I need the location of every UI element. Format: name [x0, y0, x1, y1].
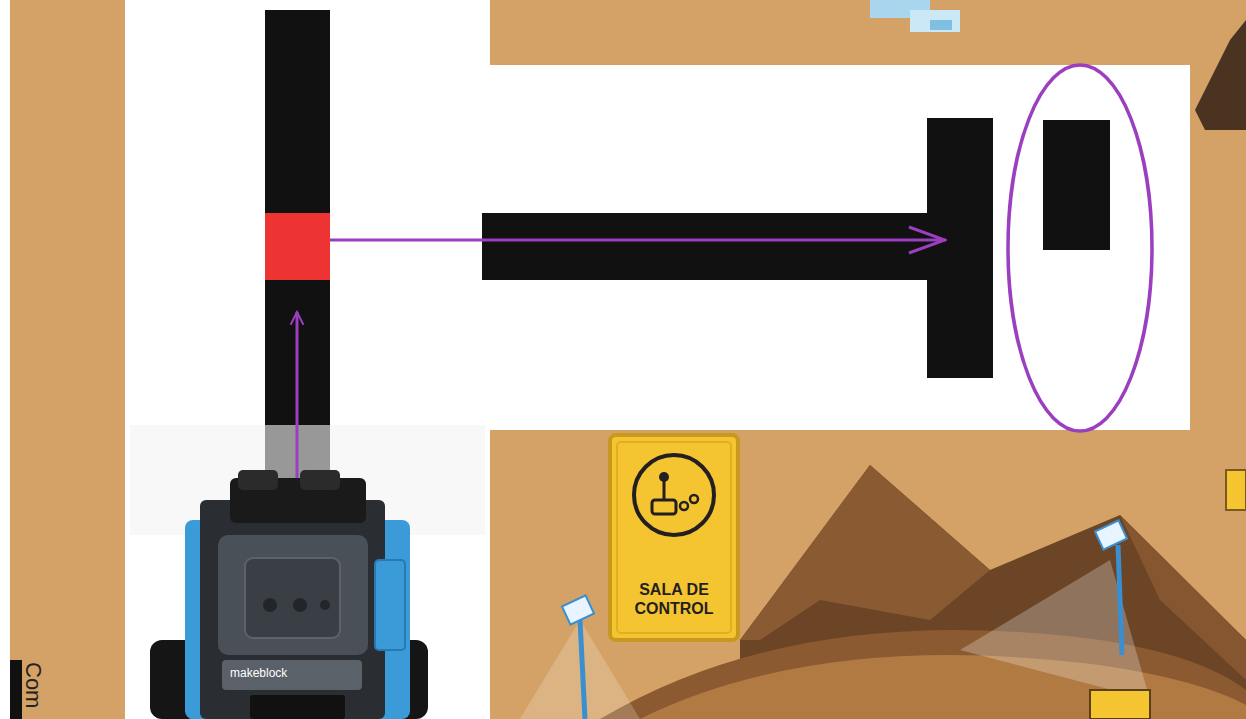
robot — [150, 470, 428, 719]
rock — [1195, 20, 1246, 130]
ground — [10, 0, 125, 719]
annotation-arrow — [330, 239, 945, 242]
annotation-circle — [1008, 65, 1152, 431]
red-marker — [265, 213, 330, 280]
cut-off-label: Com — [20, 662, 46, 708]
target-block — [1043, 120, 1110, 250]
sign-board — [610, 435, 738, 640]
mountains — [600, 465, 1246, 719]
edge-mark — [10, 660, 22, 719]
sign-panel: SALA DE CONTROL — [610, 435, 738, 640]
annotation-arrow — [296, 312, 299, 478]
sign-text: SALA DE CONTROL — [626, 580, 722, 618]
faint-texture — [130, 425, 485, 535]
ground — [490, 0, 1246, 65]
ice-structure — [870, 0, 960, 32]
track-line — [482, 213, 930, 280]
ground — [490, 430, 1246, 719]
brand-label: makeblock — [230, 666, 287, 680]
track-bar — [927, 118, 993, 378]
